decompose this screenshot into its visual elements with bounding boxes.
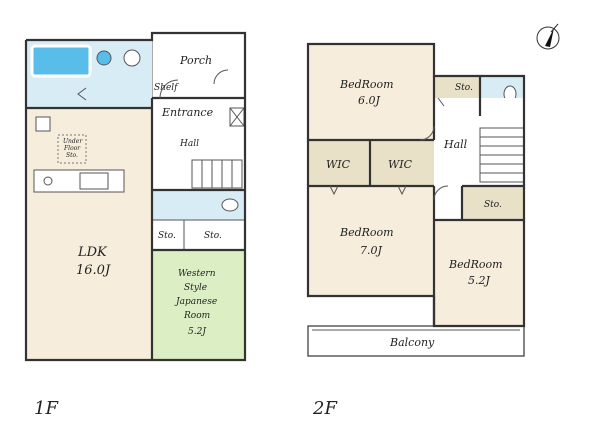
door-swing <box>437 97 445 107</box>
door-swing <box>397 185 407 196</box>
room-label-hall-2f: Hall <box>443 138 468 151</box>
floor-1-title: 1F <box>34 398 59 419</box>
bathtub-icon <box>30 44 92 78</box>
door-swing <box>77 87 87 101</box>
room-label-storage-a: Sto. <box>158 231 176 241</box>
room-label-wic-b: WIC <box>388 158 413 171</box>
floor-1-outer-wall <box>24 31 247 362</box>
room-size-bedroom-2: 7.0J <box>360 244 382 257</box>
balcony-area <box>308 326 524 356</box>
under-floor-label-1: Under <box>63 138 83 145</box>
storage-top-area <box>434 76 480 98</box>
room-label-shelf: Shelf <box>154 83 179 93</box>
washbasin-icon <box>96 50 112 66</box>
stairs-2f <box>479 127 525 183</box>
bedroom-3-area <box>434 220 524 326</box>
bedroom-2-area <box>308 186 434 296</box>
door-swing <box>213 69 229 85</box>
bedroom-1-area <box>308 44 434 140</box>
door-swing <box>159 79 179 99</box>
room-label-storage-top: Sto. <box>455 83 473 93</box>
floor-1-plan <box>24 31 247 362</box>
door-swing <box>329 185 339 196</box>
room-size-bedroom-1: 6.0J <box>358 94 380 107</box>
under-floor-label-3: Sto. <box>66 152 78 159</box>
japanese-room-label-4: Room <box>183 311 210 321</box>
fridge-icon <box>35 116 51 132</box>
room-label-wic-a: WIC <box>326 158 351 171</box>
stairs-1f <box>191 159 243 189</box>
japanese-room-label-2: Style <box>184 283 207 293</box>
japanese-room-area <box>152 250 245 360</box>
room-label-balcony: Balcony <box>389 336 435 349</box>
room-label-hall-1f: Hall <box>179 139 199 149</box>
room-size-ldk: 16.0J <box>76 263 111 278</box>
room-label-storage-b: Sto. <box>204 231 222 241</box>
balcony-outline <box>307 325 525 357</box>
room-label-bedroom-3: BedRoom <box>448 258 503 271</box>
room-label-bedroom-1: BedRoom <box>339 78 394 91</box>
room-size-bedroom-3: 5.2J <box>468 274 490 287</box>
storage-right-area <box>462 186 524 220</box>
room-label-ldk: LDK <box>77 245 108 260</box>
washing-machine-icon <box>123 49 141 67</box>
ldk-area <box>26 108 152 360</box>
room-label-porch: Porch <box>179 54 212 67</box>
floor-2-plan <box>306 42 526 357</box>
wic-b-area <box>370 140 434 186</box>
sink-icon <box>79 172 109 190</box>
under-floor-label-2: Floor <box>63 145 81 152</box>
room-label-bedroom-2: BedRoom <box>339 226 394 239</box>
room-label-storage-right: Sto. <box>484 200 502 210</box>
under-floor-storage <box>57 134 87 164</box>
compass-icon <box>536 23 560 50</box>
door-swing <box>433 185 449 201</box>
japanese-room-label-1: Western <box>178 269 216 279</box>
japanese-room-size: 5.2J <box>188 327 207 337</box>
floor-2-title: 2F <box>312 398 338 419</box>
stove-icon <box>43 176 53 186</box>
toilet-icon <box>221 198 239 212</box>
room-label-entrance: Entrance <box>161 106 214 119</box>
wic-a-area <box>308 140 370 186</box>
japanese-room-label-3: Japanese <box>174 297 217 307</box>
door-swing <box>419 125 435 141</box>
